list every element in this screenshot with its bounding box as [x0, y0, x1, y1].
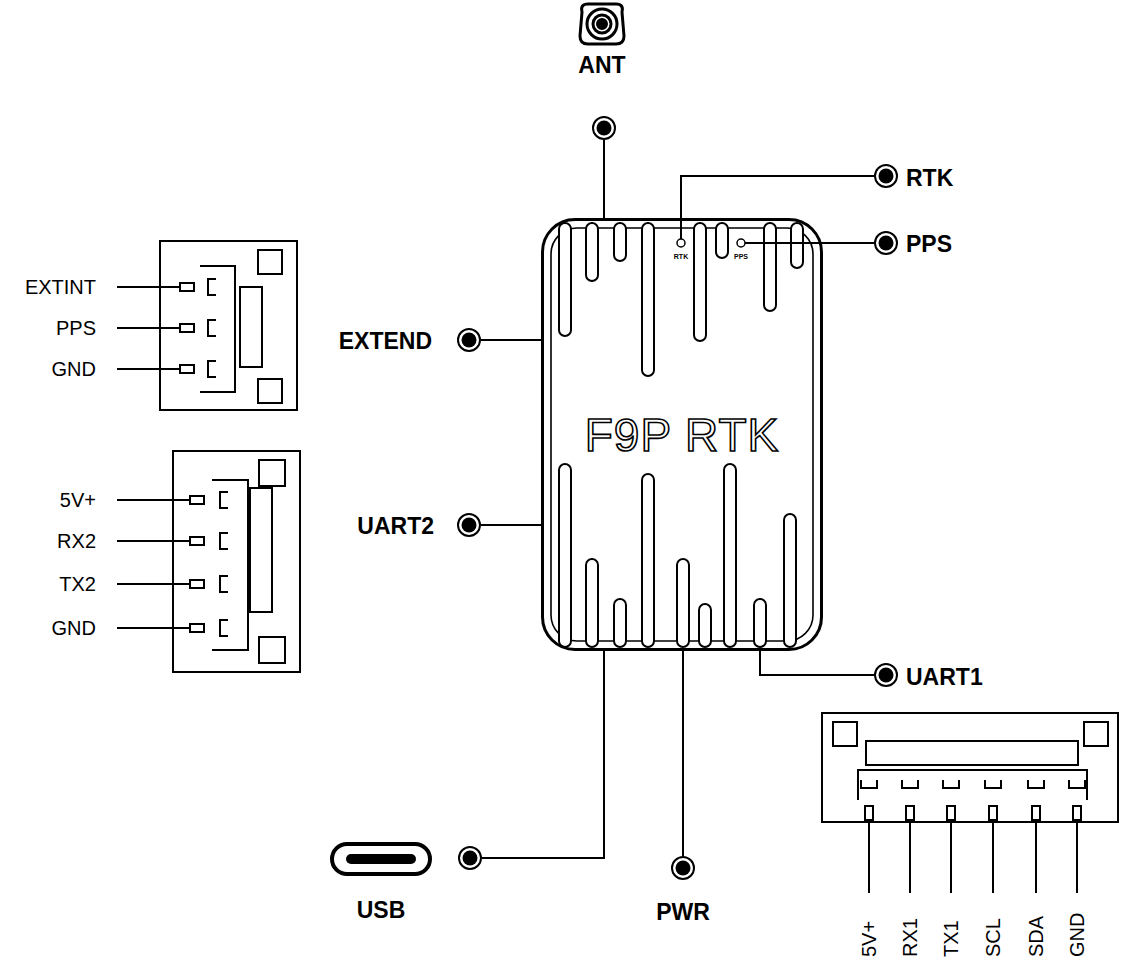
- pin-name: GND: [51, 617, 97, 640]
- callout-dot: [462, 333, 477, 348]
- connector-tab: [259, 637, 285, 663]
- antenna-ring: [593, 15, 611, 33]
- heat-fin-outline: [565, 229, 797, 641]
- callout-dot: [672, 857, 694, 879]
- pin-name: EXTINT: [24, 276, 97, 299]
- usb-c-tongue: [346, 854, 416, 864]
- pin-name: SCL: [982, 917, 1005, 958]
- leader-line: [603, 140, 605, 218]
- leader-lines: [481, 140, 874, 858]
- callout-name: UART1: [905, 664, 984, 690]
- connector-latch: [240, 287, 262, 367]
- pin-line: [117, 287, 180, 369]
- callout-name: EXTEND: [338, 328, 433, 354]
- led-label: PPS: [733, 253, 749, 261]
- pin-name: GND: [1066, 912, 1089, 958]
- pin-name: TX2: [58, 573, 97, 596]
- callout-dot: [458, 329, 480, 351]
- callout-name: UART2: [356, 513, 435, 539]
- antenna-ring: [587, 9, 617, 39]
- leader-line: [760, 651, 874, 675]
- usb-c-icon: [332, 844, 430, 874]
- module-inner-outline: [551, 228, 813, 641]
- callout-dot: [463, 851, 478, 866]
- pin-contact: [220, 492, 228, 636]
- callout-dot: [593, 117, 615, 139]
- connector-tab: [259, 460, 285, 486]
- pin-name: 5V+: [858, 920, 881, 958]
- pin-name: GND: [51, 358, 97, 381]
- leader-line: [481, 339, 541, 341]
- callout-dot: [875, 232, 897, 254]
- heat-fin-fill: [565, 229, 797, 641]
- antenna-pin: [598, 20, 607, 29]
- callout-dot: [875, 165, 897, 187]
- led-rtk: [677, 239, 685, 247]
- uart2-connector: [117, 451, 300, 672]
- connector-tab: [1084, 722, 1108, 746]
- callout-dot: [875, 664, 897, 686]
- pin-line: [117, 500, 190, 628]
- callout-dot: [879, 668, 894, 683]
- connector-housing: [173, 451, 300, 672]
- callout-dot: [879, 169, 894, 184]
- connector-inner: [200, 266, 235, 392]
- callout-dot: [462, 518, 477, 533]
- module-body: F9P RTK: [541, 218, 823, 651]
- callout-dot: [676, 861, 691, 876]
- callout-name: RTK: [905, 165, 954, 191]
- pin: [190, 496, 204, 632]
- pin: [180, 283, 194, 373]
- pin-name: TX1: [940, 919, 963, 958]
- connector-housing: [822, 713, 1118, 822]
- connector-latch: [250, 488, 272, 612]
- callout-dot: [458, 514, 480, 536]
- leader-line: [482, 651, 604, 858]
- pin-contact: [861, 780, 1085, 788]
- callout-name: ANT: [577, 52, 626, 78]
- connector-tab: [833, 722, 857, 746]
- connector-tab: [258, 250, 282, 274]
- connector-housing: [160, 241, 297, 410]
- connector-inner: [858, 770, 1087, 800]
- callout-name: PWR: [655, 899, 711, 925]
- pin-name: RX2: [56, 530, 97, 553]
- pin-contact: [208, 279, 216, 377]
- callout-dots: [458, 117, 897, 879]
- callout-dot: [879, 236, 894, 251]
- pin-name: 5V+: [59, 489, 97, 512]
- antenna-body: [580, 4, 624, 44]
- leader-line: [682, 651, 684, 856]
- leader-line: [745, 242, 874, 244]
- pin-line: [869, 820, 1077, 893]
- pin-name: RX1: [899, 917, 922, 958]
- callout-dot: [459, 847, 481, 869]
- antenna-icon: [580, 4, 624, 44]
- led-pps: [737, 239, 745, 247]
- callout-name: USB: [356, 897, 407, 923]
- connector-tab: [258, 379, 282, 403]
- extend-connector: [117, 241, 297, 410]
- uart1-connector: [822, 713, 1118, 893]
- leader-line: [481, 524, 541, 526]
- connector-inner: [212, 480, 248, 650]
- pin-name: PPS: [55, 317, 97, 340]
- connector-latch: [866, 741, 1078, 765]
- pin: [865, 806, 1081, 820]
- leader-line: [681, 176, 874, 239]
- usb-c-shell: [332, 844, 430, 874]
- callout-name: PPS: [905, 231, 953, 257]
- pin-name: SDA: [1025, 915, 1048, 958]
- led-label: RTK: [673, 253, 689, 261]
- module-title: F9P RTK: [585, 408, 779, 462]
- callout-dot: [597, 121, 612, 136]
